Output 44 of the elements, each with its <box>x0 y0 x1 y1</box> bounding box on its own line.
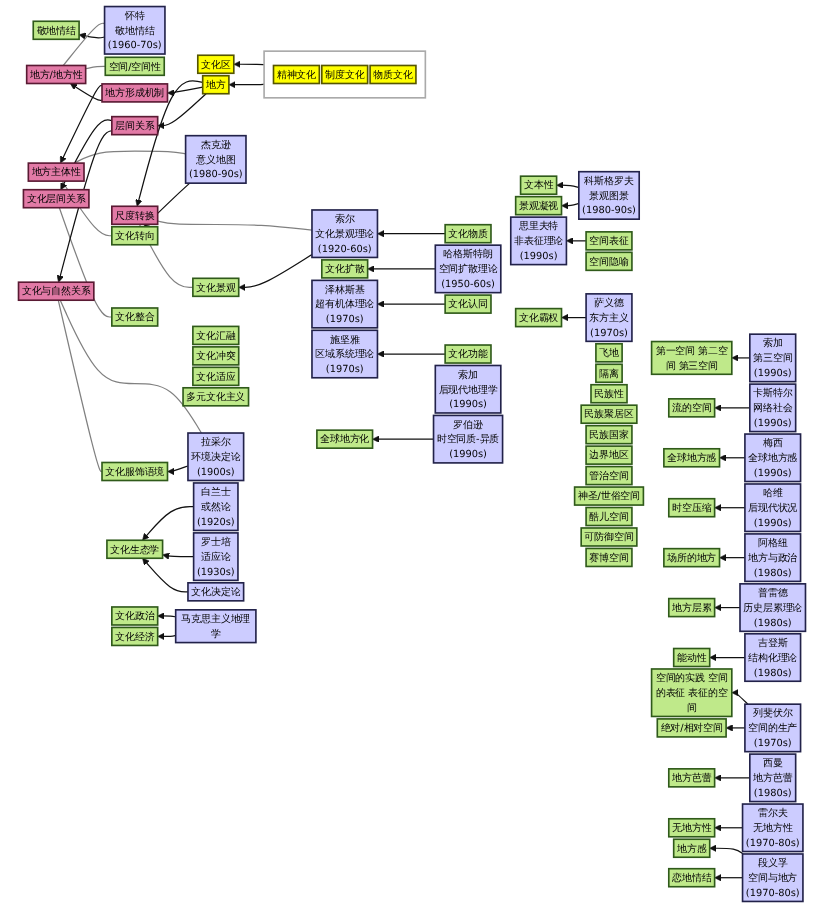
arrow <box>377 300 446 308</box>
arrow <box>725 724 746 732</box>
connector <box>57 299 103 473</box>
arrow <box>566 237 587 245</box>
arrow <box>377 350 446 358</box>
arrow <box>157 93 207 130</box>
arrow <box>714 824 744 832</box>
arrow <box>377 230 446 238</box>
arrow <box>142 506 195 541</box>
connector <box>59 299 203 434</box>
arrow <box>238 253 313 291</box>
cluster <box>263 50 427 99</box>
arrow <box>719 554 746 562</box>
arrow <box>372 435 435 443</box>
arrow <box>714 874 744 882</box>
arrow <box>233 60 265 68</box>
arrow <box>719 454 746 462</box>
arrow <box>60 84 103 164</box>
arrow <box>162 552 195 560</box>
connector <box>85 65 106 70</box>
arrow <box>367 265 436 273</box>
arrow <box>714 504 746 512</box>
connector <box>73 150 187 164</box>
arrow <box>135 80 204 207</box>
arrow <box>142 557 189 593</box>
arrow <box>167 465 189 476</box>
arrow <box>714 604 741 612</box>
connector <box>157 220 313 231</box>
arrow <box>561 314 587 322</box>
arrow <box>167 86 204 97</box>
arrow <box>561 202 580 210</box>
arrow <box>714 774 751 782</box>
arrow <box>714 404 751 412</box>
arrow <box>157 632 177 641</box>
arrow <box>709 844 744 855</box>
arrow <box>731 354 751 362</box>
arrow <box>556 181 580 189</box>
arrow <box>157 612 177 620</box>
connector <box>62 22 106 67</box>
arrow <box>78 32 106 40</box>
arrow <box>69 83 103 102</box>
arrow <box>228 81 265 89</box>
arrow <box>709 653 746 662</box>
arrow <box>731 689 749 705</box>
